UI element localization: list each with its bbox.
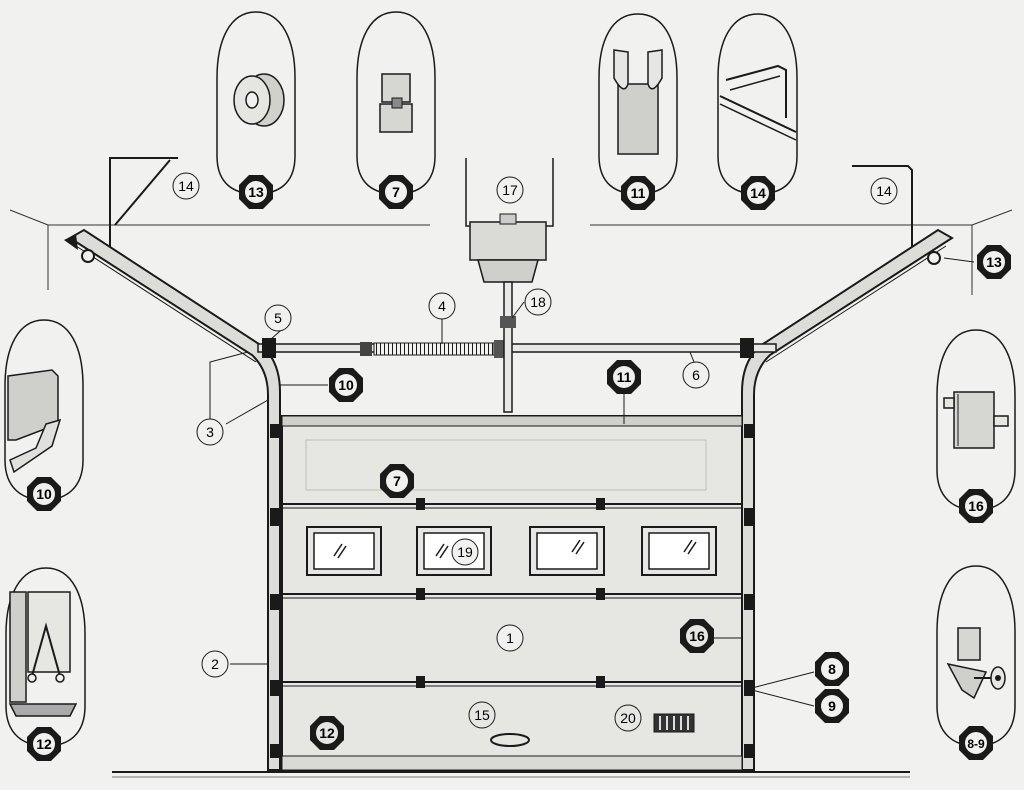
callout-2: 2 (201, 650, 229, 678)
marker-13-right: 13 (977, 245, 1011, 279)
svg-text:14: 14 (876, 183, 892, 199)
marker-11: 11 (607, 360, 641, 394)
detail-inset-side-lock: 16 (936, 329, 1016, 523)
marker-16: 16 (680, 619, 714, 653)
detail-label: 13 (248, 184, 264, 200)
torsion-shaft (257, 338, 777, 358)
svg-text:16: 16 (689, 628, 705, 644)
detail-inset-top-seal: 11 (598, 13, 678, 210)
window (641, 526, 717, 576)
marker-9: 9 (815, 689, 849, 723)
svg-text:13: 13 (986, 254, 1002, 270)
callout-20: 20 (614, 704, 642, 732)
detail-label: 14 (750, 185, 766, 201)
callout-5: 5 (264, 304, 292, 332)
callout-18: 18 (524, 288, 552, 316)
detail-inset-roller-bracket: 8-9 (936, 565, 1016, 760)
svg-text:9: 9 (828, 698, 836, 714)
ceiling-bracket-left (109, 157, 178, 255)
svg-text:17: 17 (502, 182, 518, 198)
door-opener (465, 158, 554, 413)
svg-text:4: 4 (438, 298, 446, 314)
callout-15: 15 (468, 701, 496, 729)
callout-17: 17 (496, 176, 524, 204)
callout-14-left: 14 (172, 172, 200, 200)
window (529, 526, 605, 576)
detail-label: 11 (631, 185, 646, 201)
detail-inset-side-seal: 10 (4, 319, 84, 511)
marker-8: 8 (815, 652, 849, 686)
callout-1: 1 (496, 624, 524, 652)
detail-label: 7 (392, 184, 400, 200)
svg-text:7: 7 (393, 473, 401, 489)
detail-inset-roller: 13 (216, 11, 296, 209)
detail-label: 16 (968, 498, 984, 514)
ceiling-bracket-right (852, 165, 913, 255)
guide-rail-right (741, 228, 954, 771)
detail-label: 10 (36, 486, 52, 502)
guide-rail-left (64, 228, 281, 771)
svg-text:12: 12 (319, 725, 335, 741)
side-roller-brackets (270, 424, 754, 758)
svg-text:10: 10 (338, 377, 354, 393)
room-outline (9, 209, 1013, 295)
svg-text:5: 5 (274, 310, 282, 326)
detail-label: 12 (36, 736, 52, 752)
marker-7: 7 (380, 464, 414, 498)
floor-line (112, 771, 910, 778)
svg-text:14: 14 (178, 178, 194, 194)
svg-text:6: 6 (692, 367, 700, 383)
svg-text:19: 19 (457, 544, 473, 560)
callout-14-right: 14 (870, 177, 898, 205)
callout-19: 19 (451, 538, 479, 566)
svg-text:11: 11 (617, 369, 632, 385)
vent-grille (653, 713, 695, 733)
svg-text:20: 20 (620, 710, 636, 726)
door-leaf (281, 415, 743, 771)
svg-text:1: 1 (506, 630, 514, 646)
panel-hinges (416, 498, 605, 688)
detail-inset-bottom-seal: 12 (5, 567, 86, 761)
callout-3: 3 (196, 418, 224, 446)
detail-inset-bracket: 14 (717, 13, 798, 210)
svg-text:18: 18 (530, 294, 546, 310)
marker-12: 12 (310, 716, 344, 750)
window (306, 526, 382, 576)
detail-inset-hinge: 7 (356, 11, 436, 209)
callout-6: 6 (682, 361, 710, 389)
callout-4: 4 (428, 292, 456, 320)
svg-text:8: 8 (828, 661, 836, 677)
door-handle (490, 733, 530, 747)
svg-text:3: 3 (206, 424, 214, 440)
detail-label: 8-9 (967, 737, 985, 751)
svg-text:15: 15 (474, 707, 490, 723)
marker-10: 10 (329, 368, 363, 402)
svg-text:2: 2 (211, 656, 219, 672)
torsion-spring (373, 342, 495, 356)
